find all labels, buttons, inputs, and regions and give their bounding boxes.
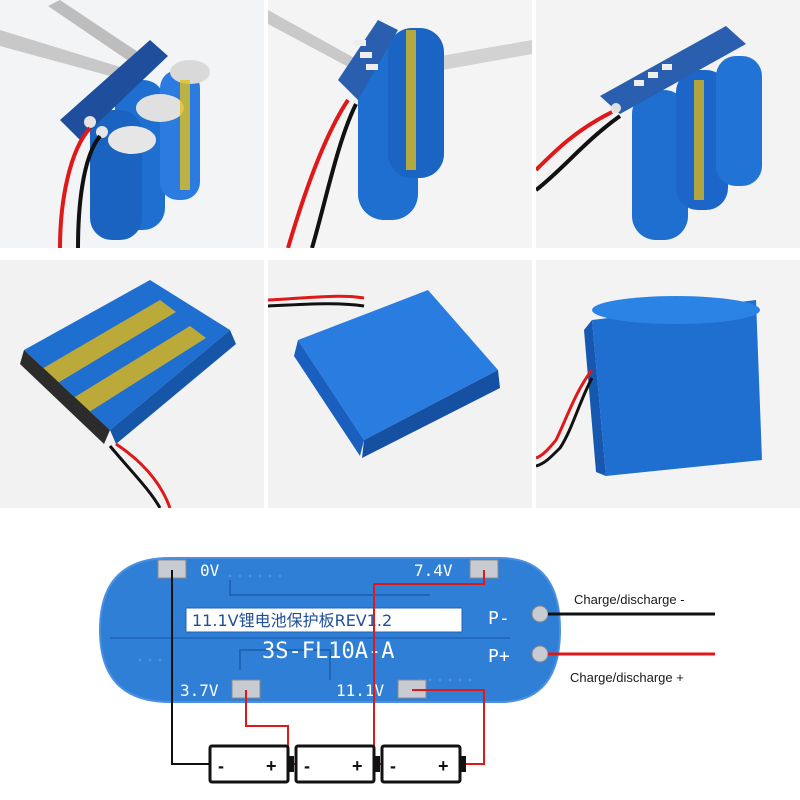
cell-1-pos: + — [266, 756, 277, 776]
cell-1-neg: - — [218, 756, 224, 776]
cell-3-pos: + — [438, 756, 449, 776]
p-plus-label: P+ — [488, 646, 510, 667]
wire-11v1 — [412, 689, 485, 765]
cell-3-neg: - — [390, 756, 396, 776]
photo-grid — [0, 0, 800, 508]
cell-2: - + — [294, 744, 380, 784]
pad-11v1-label: 11.1V — [336, 681, 385, 700]
photo-board-soldering — [0, 0, 264, 248]
discharge-minus-label: Charge/discharge - — [574, 592, 685, 607]
cell-2-neg: - — [304, 756, 310, 776]
photo-board-mounted — [536, 0, 800, 248]
photo-board-top-view — [268, 0, 532, 248]
photo-cells-taped — [0, 260, 264, 508]
wiring-diagram: 0V 7.4V 3.7V 11.1V 11.1V锂电池保护板REV1.2 3S-… — [0, 520, 800, 800]
pad-3v7-label: 3.7V — [180, 681, 219, 700]
pad-0v-label: 0V — [200, 561, 220, 580]
wire-0v — [171, 570, 210, 765]
p-plus-pad — [531, 645, 549, 663]
board-title: 11.1V锂电池保护板REV1.2 — [192, 611, 392, 630]
board-title-box — [185, 607, 463, 633]
p-minus-pad — [531, 605, 549, 623]
discharge-plus-label: Charge/discharge + — [570, 670, 684, 685]
pad-7v4-label: 7.4V — [414, 561, 453, 580]
p-minus-label: P- — [488, 608, 510, 629]
photo-pack-wrapped — [268, 260, 532, 508]
board-model: 3S-FL10A-A — [262, 639, 394, 664]
photo-pack-side — [536, 260, 800, 508]
cell-2-pos: + — [352, 756, 363, 776]
cell-1: - + — [208, 744, 294, 784]
cell-3: - + — [380, 744, 466, 784]
